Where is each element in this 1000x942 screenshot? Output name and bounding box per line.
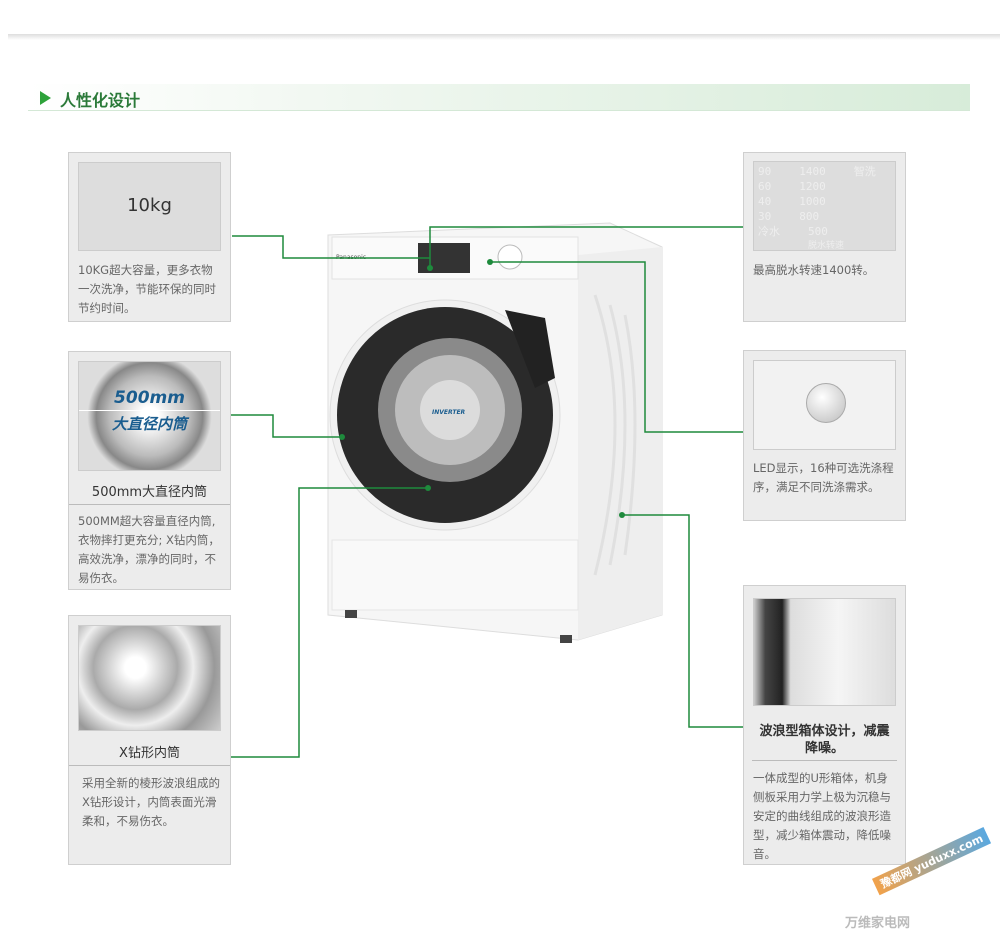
lcd-temp: 40 <box>758 195 772 208</box>
feature-desc: 10KG超大容量，更多衣物一次洗净，节能环保的同时节约时间。 <box>78 263 216 315</box>
feature-card-capacity: 10kg 10KG超大容量，更多衣物一次洗净，节能环保的同时节约时间。 <box>68 152 231 322</box>
top-divider <box>8 34 1000 40</box>
feature-caption: 500mm大直径内筒 <box>69 480 230 505</box>
feature-desc: 500MM超大容量直径内筒,衣物摔打更充分; X钻内筒，高效洗净，漂净的同时，不… <box>78 514 220 585</box>
feature-caption: 波浪型箱体设计，减震降噪。 <box>752 723 897 761</box>
drum-image-subtext: 大直径内筒 <box>111 415 187 433</box>
lcd-panel-image: 90 1400 智洗 60 1200 40 1000 30 800 冷水 500 脱水转速 <box>753 161 896 251</box>
drum-image-text: 500mm <box>114 388 185 408</box>
lcd-temp: 60 <box>758 180 772 193</box>
feature-caption: X钻形内筒 <box>69 741 230 766</box>
play-arrow-icon <box>40 91 51 105</box>
feature-desc: 最高脱水转速1400转。 <box>753 263 875 277</box>
feature-desc: 采用全新的棱形波浪组成的X钻形设计，内筒表面光滑柔和，不易伤衣。 <box>82 776 220 828</box>
wave-cabinet-image <box>753 598 896 706</box>
program-dial-icon <box>806 383 846 423</box>
section-header: 人性化设计 <box>28 84 970 111</box>
lcd-speed: 500 <box>808 225 828 238</box>
feature-desc: 一体成型的U形箱体，机身侧板采用力学上极为沉稳与安定的曲线组成的波浪形造型，减少… <box>753 771 891 861</box>
lcd-speed: 1000 <box>799 195 826 208</box>
inverter-badge: INVERTER <box>432 409 466 416</box>
control-panel-image <box>753 360 896 450</box>
feature-card-led-programs: LED显示，16种可选洗涤程序，满足不同洗涤需求。 <box>743 350 906 521</box>
lcd-speed: 800 <box>799 210 820 223</box>
capacity-image: 10kg <box>78 162 221 251</box>
x-drum-image <box>78 625 221 731</box>
lcd-temp: 90 <box>758 165 772 178</box>
lcd-side-label: 智洗 <box>853 165 876 178</box>
feature-desc: LED显示，16种可选洗涤程序，满足不同洗涤需求。 <box>753 461 894 494</box>
lcd-speed: 1200 <box>799 180 826 193</box>
watermark-text: 万维家电网 <box>845 916 911 931</box>
feature-card-x-drum: X钻形内筒 采用全新的棱形波浪组成的X钻形设计，内筒表面光滑柔和，不易伤衣。 <box>68 615 231 865</box>
feature-card-drum-diameter: 500mm 大直径内筒 500mm大直径内筒 500MM超大容量直径内筒,衣物摔… <box>68 351 231 590</box>
feature-card-wave-cabinet: 波浪型箱体设计，减震降噪。 一体成型的U形箱体，机身侧板采用力学上极为沉稳与安定… <box>743 585 906 865</box>
washing-machine-image: Panasonic INVERTER <box>327 222 663 643</box>
drum-image: 500mm 大直径内筒 <box>78 361 221 471</box>
lcd-speed: 1400 <box>799 165 826 178</box>
lcd-footer: 脱水转速 <box>808 241 845 251</box>
lcd-temp: 30 <box>758 210 772 223</box>
section-title: 人性化设计 <box>60 91 141 110</box>
lcd-temp: 冷水 <box>758 225 780 238</box>
